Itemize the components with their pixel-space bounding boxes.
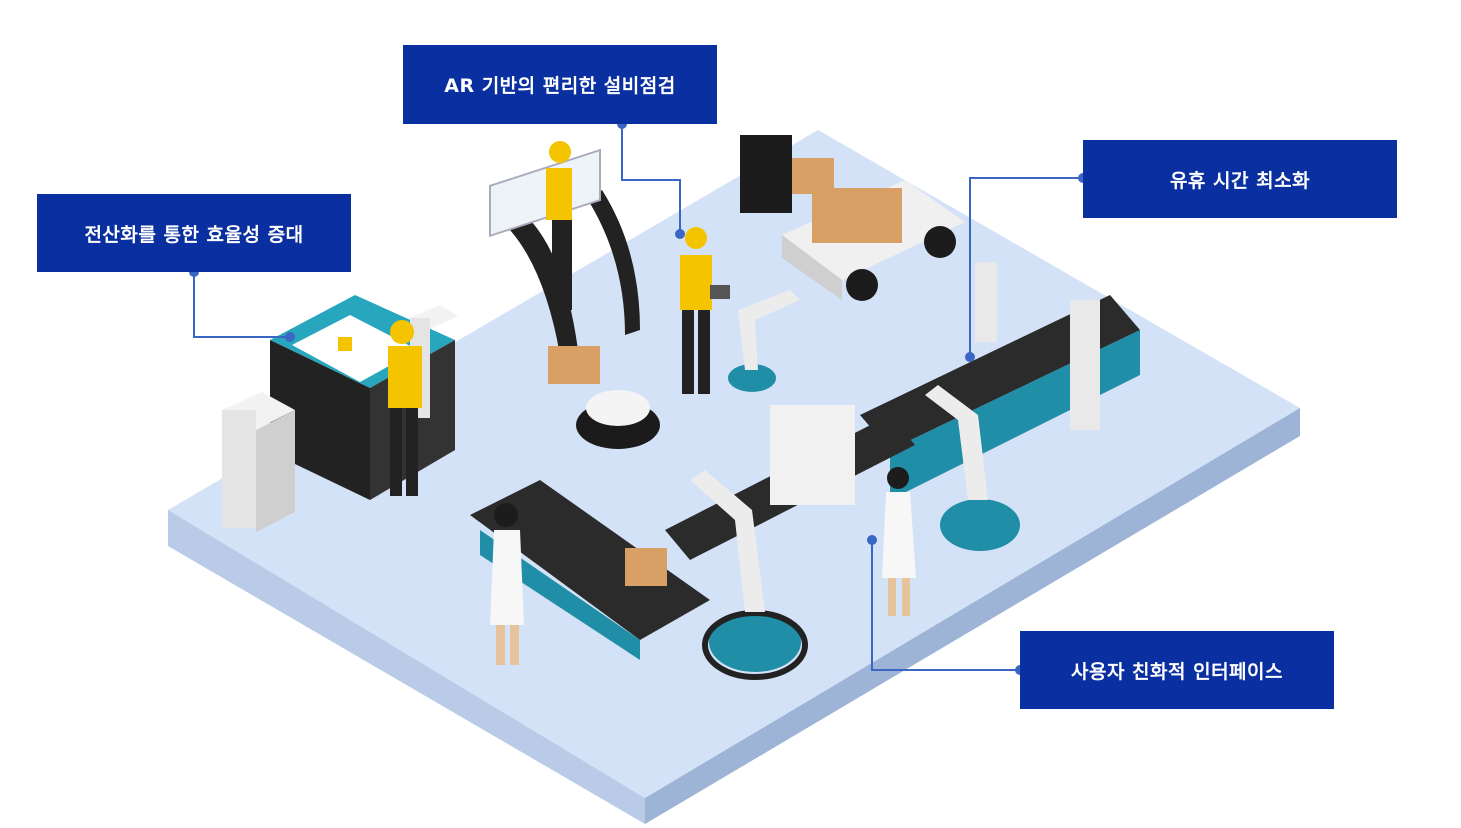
worker-labcoat: [490, 467, 916, 665]
conveyor-line-right: [860, 262, 1140, 500]
callout-idle-time: 유휴 시간 최소화: [1083, 140, 1397, 218]
worker-tablet: [680, 227, 730, 394]
server-rack: [222, 305, 458, 532]
callout-user-interface: 사용자 친화적 인터페이스: [1020, 631, 1334, 709]
worker-control: [388, 320, 422, 496]
callout-ar-inspection: AR 기반의 편리한 설비점검: [403, 45, 717, 124]
ar-frame: [489, 141, 640, 355]
callout-efficiency: 전산화를 통한 효율성 증대: [37, 194, 351, 272]
delivery-robot: [740, 135, 965, 301]
agv-robot: [548, 346, 660, 449]
factory-floor: [168, 130, 1300, 824]
callout-connectors: [193, 124, 1083, 671]
robot-arm: [690, 290, 1020, 680]
